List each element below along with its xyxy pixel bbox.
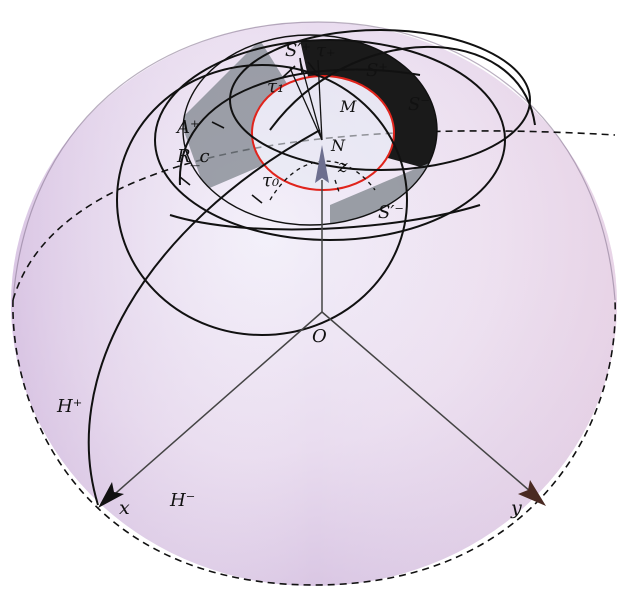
- label-y-axis: y: [510, 497, 522, 519]
- label-m: M: [339, 97, 357, 116]
- sphere-dashed-boundary: [12, 299, 616, 586]
- label-a-plus: A⁺: [175, 117, 200, 138]
- circle-large-left: [116, 64, 408, 336]
- z-dash-arc-2: [334, 179, 341, 196]
- ray-n-2: [317, 59, 323, 141]
- x-axis-line: [107, 311, 323, 501]
- tick-tau0: [251, 194, 263, 204]
- label-s-prime-plus: S′⁺: [285, 40, 311, 61]
- label-s-prime-minus: S′⁻: [378, 202, 404, 223]
- x-axis-arrowhead: [98, 482, 124, 508]
- annulus-outer-edge: [182, 34, 438, 226]
- label-o: O: [312, 326, 327, 347]
- tick-tau1: [281, 65, 296, 79]
- ray-n-1: [299, 59, 323, 141]
- label-h-plus: H⁺: [56, 396, 82, 417]
- label-n: N: [330, 136, 346, 155]
- circle-mid: [154, 39, 506, 241]
- h-boundary-curve: [87, 129, 321, 506]
- label-z: z: [337, 156, 348, 177]
- tick-rc: [179, 176, 191, 186]
- sphere-shading: [11, 22, 617, 586]
- circle-rc-arc: [178, 68, 421, 186]
- y-axis-line: [321, 311, 539, 499]
- z-axis-arrowhead: [315, 145, 329, 183]
- s-plus-curve: [269, 45, 536, 131]
- label-tau-1: τ₁: [267, 76, 284, 97]
- label-tau-plus: τ₊: [316, 40, 335, 61]
- tick-tau-plus: [307, 61, 317, 73]
- tick-a-plus: [211, 121, 225, 129]
- y-axis-arrowhead: [518, 480, 546, 506]
- lower-arc: [169, 204, 481, 231]
- ray-n-3: [289, 67, 323, 141]
- circle-upper-right: [229, 29, 531, 171]
- label-x-axis: x: [119, 497, 130, 519]
- red-inner-circle: [251, 75, 395, 191]
- sphere-top-outline: [12, 21, 616, 301]
- label-s-minus: S⁻: [408, 94, 430, 115]
- label-tau-0: τ₀: [262, 170, 279, 191]
- label-r-c: R_c: [176, 146, 210, 167]
- label-h-minus: H⁻: [169, 490, 195, 511]
- label-s-plus: S⁺: [366, 60, 388, 81]
